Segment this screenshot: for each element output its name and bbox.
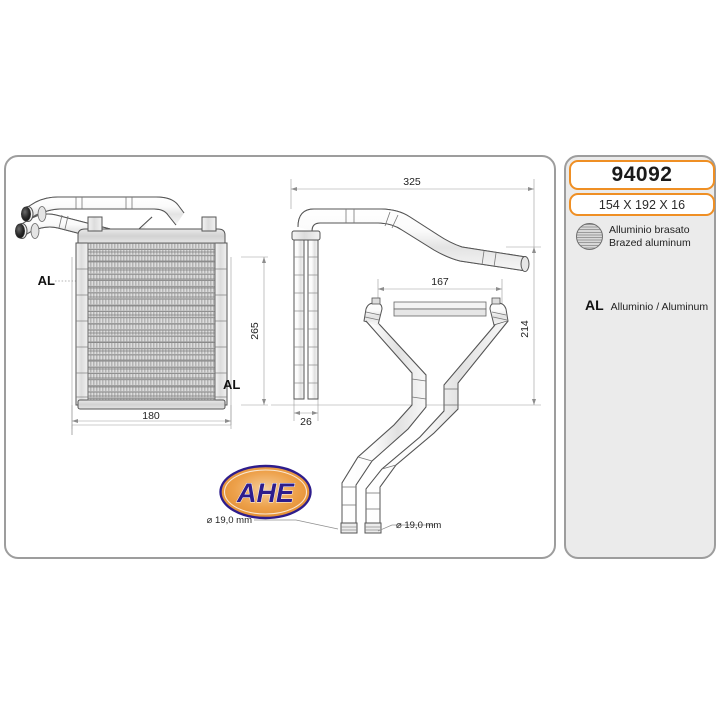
pipe-diameter-label-left: ⌀ 19,0 mm — [207, 515, 252, 526]
part-number-text: 94092 — [611, 163, 673, 186]
technical-drawing-svg: AL AL 180 265 325 167 214 26 ⌀ 19,0 mm ⌀… — [14, 176, 541, 534]
ahe-logo: AHE — [219, 464, 312, 520]
ahe-logo-text: AHE — [236, 478, 295, 508]
side-view-spacing-dimension: 167 — [431, 276, 449, 288]
y-pipe-end-right — [364, 522, 382, 534]
technical-drawing-panel: AL AL 180 265 325 167 214 26 ⌀ 19,0 mm ⌀… — [4, 155, 556, 559]
front-view-al-label-left: AL — [38, 273, 55, 288]
core-header-top — [77, 228, 226, 244]
front-view-dimension-lines — [71, 256, 268, 435]
front-view-group — [14, 196, 268, 435]
front-view-dimension-arrows — [72, 257, 266, 423]
pipe-diameter-label-right: ⌀ 19,0 mm — [396, 520, 441, 531]
front-view-width-dimension: 180 — [142, 410, 160, 422]
ahe-logo-ellipse — [219, 464, 312, 520]
y-pipe-right-fitting — [489, 297, 509, 326]
product-info-panel: 94092 154 X 192 X 16 Alluminio brasato B… — [564, 155, 716, 559]
part-size-text: 154 X 192 X 16 — [598, 197, 686, 212]
side-view-dimension-arrows — [291, 187, 536, 415]
side-view-length-dimension: 325 — [403, 176, 421, 188]
side-view-top-pipe — [297, 208, 530, 272]
material-label-en: Brazed aluminum — [609, 237, 691, 250]
pipe-port-lower — [14, 223, 40, 239]
al-legend-row: AL Alluminio / Aluminum — [585, 297, 708, 313]
core-connector-right — [201, 216, 217, 232]
front-view-al-label-right: AL — [223, 377, 240, 392]
side-view-height-dimension: 214 — [519, 320, 531, 338]
brazed-aluminum-icon — [576, 223, 603, 250]
diameter-leader-lines — [254, 519, 434, 532]
part-size-box: 154 X 192 X 16 — [569, 193, 715, 216]
core-fin-rows — [88, 251, 215, 397]
ahe-logo-inner-ring — [223, 469, 308, 515]
front-view-height-dimension: 265 — [249, 322, 261, 340]
core-connector-left — [87, 216, 103, 232]
side-view-dimension-lines — [271, 179, 541, 421]
material-label-it: Alluminio brasato — [609, 224, 690, 236]
core-tank-ticks — [76, 268, 227, 398]
side-view-group — [254, 179, 541, 534]
al-legend-text: Alluminio / Aluminum — [610, 301, 709, 313]
core-side-tank-left — [75, 242, 89, 406]
core-fin-block — [87, 242, 216, 401]
side-view-depth-dimension: 26 — [300, 416, 312, 428]
part-number-box: 94092 — [569, 160, 715, 190]
y-pipe-end-left — [340, 522, 358, 534]
side-view-y-pipe-assembly — [254, 297, 509, 534]
y-pipe-left-fitting — [363, 297, 383, 326]
side-view-core-edge — [291, 230, 321, 400]
core-header-bottom — [77, 399, 226, 410]
material-row: Alluminio brasato Brazed aluminum — [576, 223, 691, 250]
al-legend-code: AL — [585, 297, 604, 313]
side-view-pipe-end-cap — [520, 256, 530, 272]
pipe-port-upper — [20, 206, 47, 222]
